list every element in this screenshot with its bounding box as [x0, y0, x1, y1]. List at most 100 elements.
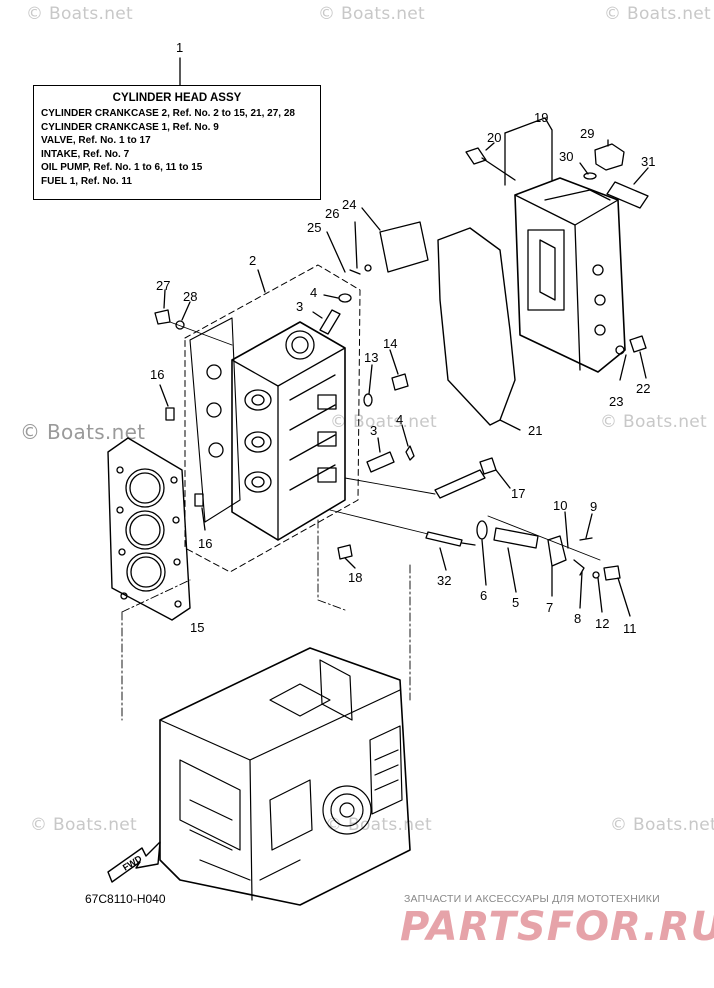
leader-line — [579, 571, 583, 609]
leader-line — [639, 351, 647, 379]
guide-line — [121, 564, 411, 721]
valve-guide — [319, 309, 341, 335]
leader-line — [585, 513, 593, 539]
callout-2: 2 — [249, 253, 257, 268]
callout-28: 28 — [183, 289, 198, 304]
bolt — [629, 335, 647, 353]
watermark: © Boats.net — [604, 4, 712, 24]
callout-31: 31 — [641, 154, 656, 169]
assy-line: CYLINDER CRANKCASE 1, Ref. No. 9 — [41, 121, 219, 133]
oil-cap — [594, 143, 625, 171]
leader-line — [617, 577, 631, 617]
callout-20: 20 — [487, 130, 502, 145]
long-bolt — [434, 469, 486, 499]
callout-27: 27 — [156, 278, 171, 293]
callout-3: 3 — [370, 423, 378, 438]
leader-line — [377, 437, 381, 453]
leader-line — [344, 557, 356, 569]
seal-ring — [338, 293, 352, 303]
assy-line: INTAKE, Ref. No. 7 — [41, 148, 130, 160]
leader-line — [499, 419, 521, 431]
callout-15: 15 — [190, 620, 205, 635]
bolt-axis — [329, 509, 429, 535]
leader-line — [439, 547, 447, 571]
leader-line — [504, 117, 553, 181]
cylinder-head-block — [231, 321, 346, 541]
seal-ring — [405, 445, 415, 461]
seal — [583, 172, 597, 180]
cover-gasket — [437, 227, 516, 426]
leader-line — [507, 547, 517, 593]
dowel-pin — [165, 407, 175, 421]
bolt-axis — [169, 321, 233, 346]
leader-line — [323, 294, 339, 299]
callout-10: 10 — [553, 498, 568, 513]
spark-plug — [425, 531, 463, 547]
leader-line — [481, 539, 487, 586]
bolt — [465, 147, 487, 165]
callout-5: 5 — [512, 595, 520, 610]
callout-13: 13 — [364, 350, 379, 365]
callout-4: 4 — [310, 285, 318, 300]
leader-line — [181, 301, 191, 321]
callout-25: 25 — [307, 220, 322, 235]
callout-29: 29 — [580, 126, 595, 141]
callout-1: 1 — [176, 40, 184, 55]
leader-line — [401, 424, 409, 447]
bolt — [603, 565, 621, 581]
callout-30: 30 — [559, 149, 574, 164]
pump-rotor — [547, 535, 567, 567]
assembly-outline — [184, 264, 361, 573]
bolt-shaft — [481, 157, 516, 181]
callout-7: 7 — [546, 600, 554, 615]
assy-title: CYLINDER HEAD ASSY — [112, 92, 242, 104]
diagram-code: 67C8110-H040 — [85, 892, 166, 906]
callout-23: 23 — [609, 394, 624, 409]
cylinder-head-assy-box: CYLINDER HEAD ASSY CYLINDER CRANKCASE 2,… — [33, 85, 321, 200]
pump-shaft — [493, 527, 539, 549]
leader-line — [619, 354, 627, 381]
callout-21: 21 — [528, 423, 543, 438]
leader-line — [257, 269, 266, 293]
guide-line — [317, 519, 346, 611]
callout-26: 26 — [325, 206, 340, 221]
watermark: © Boats.net — [600, 412, 708, 432]
washer — [592, 571, 600, 579]
callout-12: 12 — [595, 616, 610, 631]
label-plate — [606, 181, 649, 209]
bolt — [349, 269, 361, 275]
leader-line — [579, 162, 589, 175]
watermark: © Boats.net — [26, 4, 134, 24]
callout-16: 16 — [150, 367, 165, 382]
callout-9: 9 — [590, 499, 598, 514]
callout-6: 6 — [480, 588, 488, 603]
assy-line: FUEL 1, Ref. No. 11 — [41, 175, 132, 187]
leader-line — [495, 469, 511, 489]
assy-line: VALVE, Ref. No. 1 to 17 — [41, 135, 151, 147]
brand-tagline: ЗАПЧАСТИ И АКСЕССУАРЫ ДЛЯ МОТОТЕХНИКИ — [404, 893, 660, 905]
head-gasket-rear — [189, 317, 241, 523]
leader-line — [159, 384, 169, 407]
callout-16: 16 — [198, 536, 213, 551]
callout-11: 11 — [623, 621, 637, 636]
oil-seal — [476, 520, 488, 540]
crankcase-block — [159, 647, 411, 906]
brand-logo: PARTSFOR.RU — [400, 904, 714, 950]
watermark: © Boats.net — [30, 815, 138, 835]
washer — [615, 345, 625, 355]
leader-line — [389, 349, 399, 375]
callout-18: 18 — [348, 570, 363, 585]
watermark: © Boats.net — [325, 815, 433, 835]
bolt — [337, 544, 353, 560]
watermark: © Boats.net — [330, 412, 438, 432]
callout-22: 22 — [636, 381, 651, 396]
leader-line — [326, 231, 346, 273]
leader-line — [368, 364, 373, 395]
bolt — [391, 373, 409, 391]
callout-14: 14 — [383, 336, 398, 351]
callout-3: 3 — [296, 299, 304, 314]
cover-plate — [379, 221, 429, 273]
washer — [175, 320, 185, 330]
